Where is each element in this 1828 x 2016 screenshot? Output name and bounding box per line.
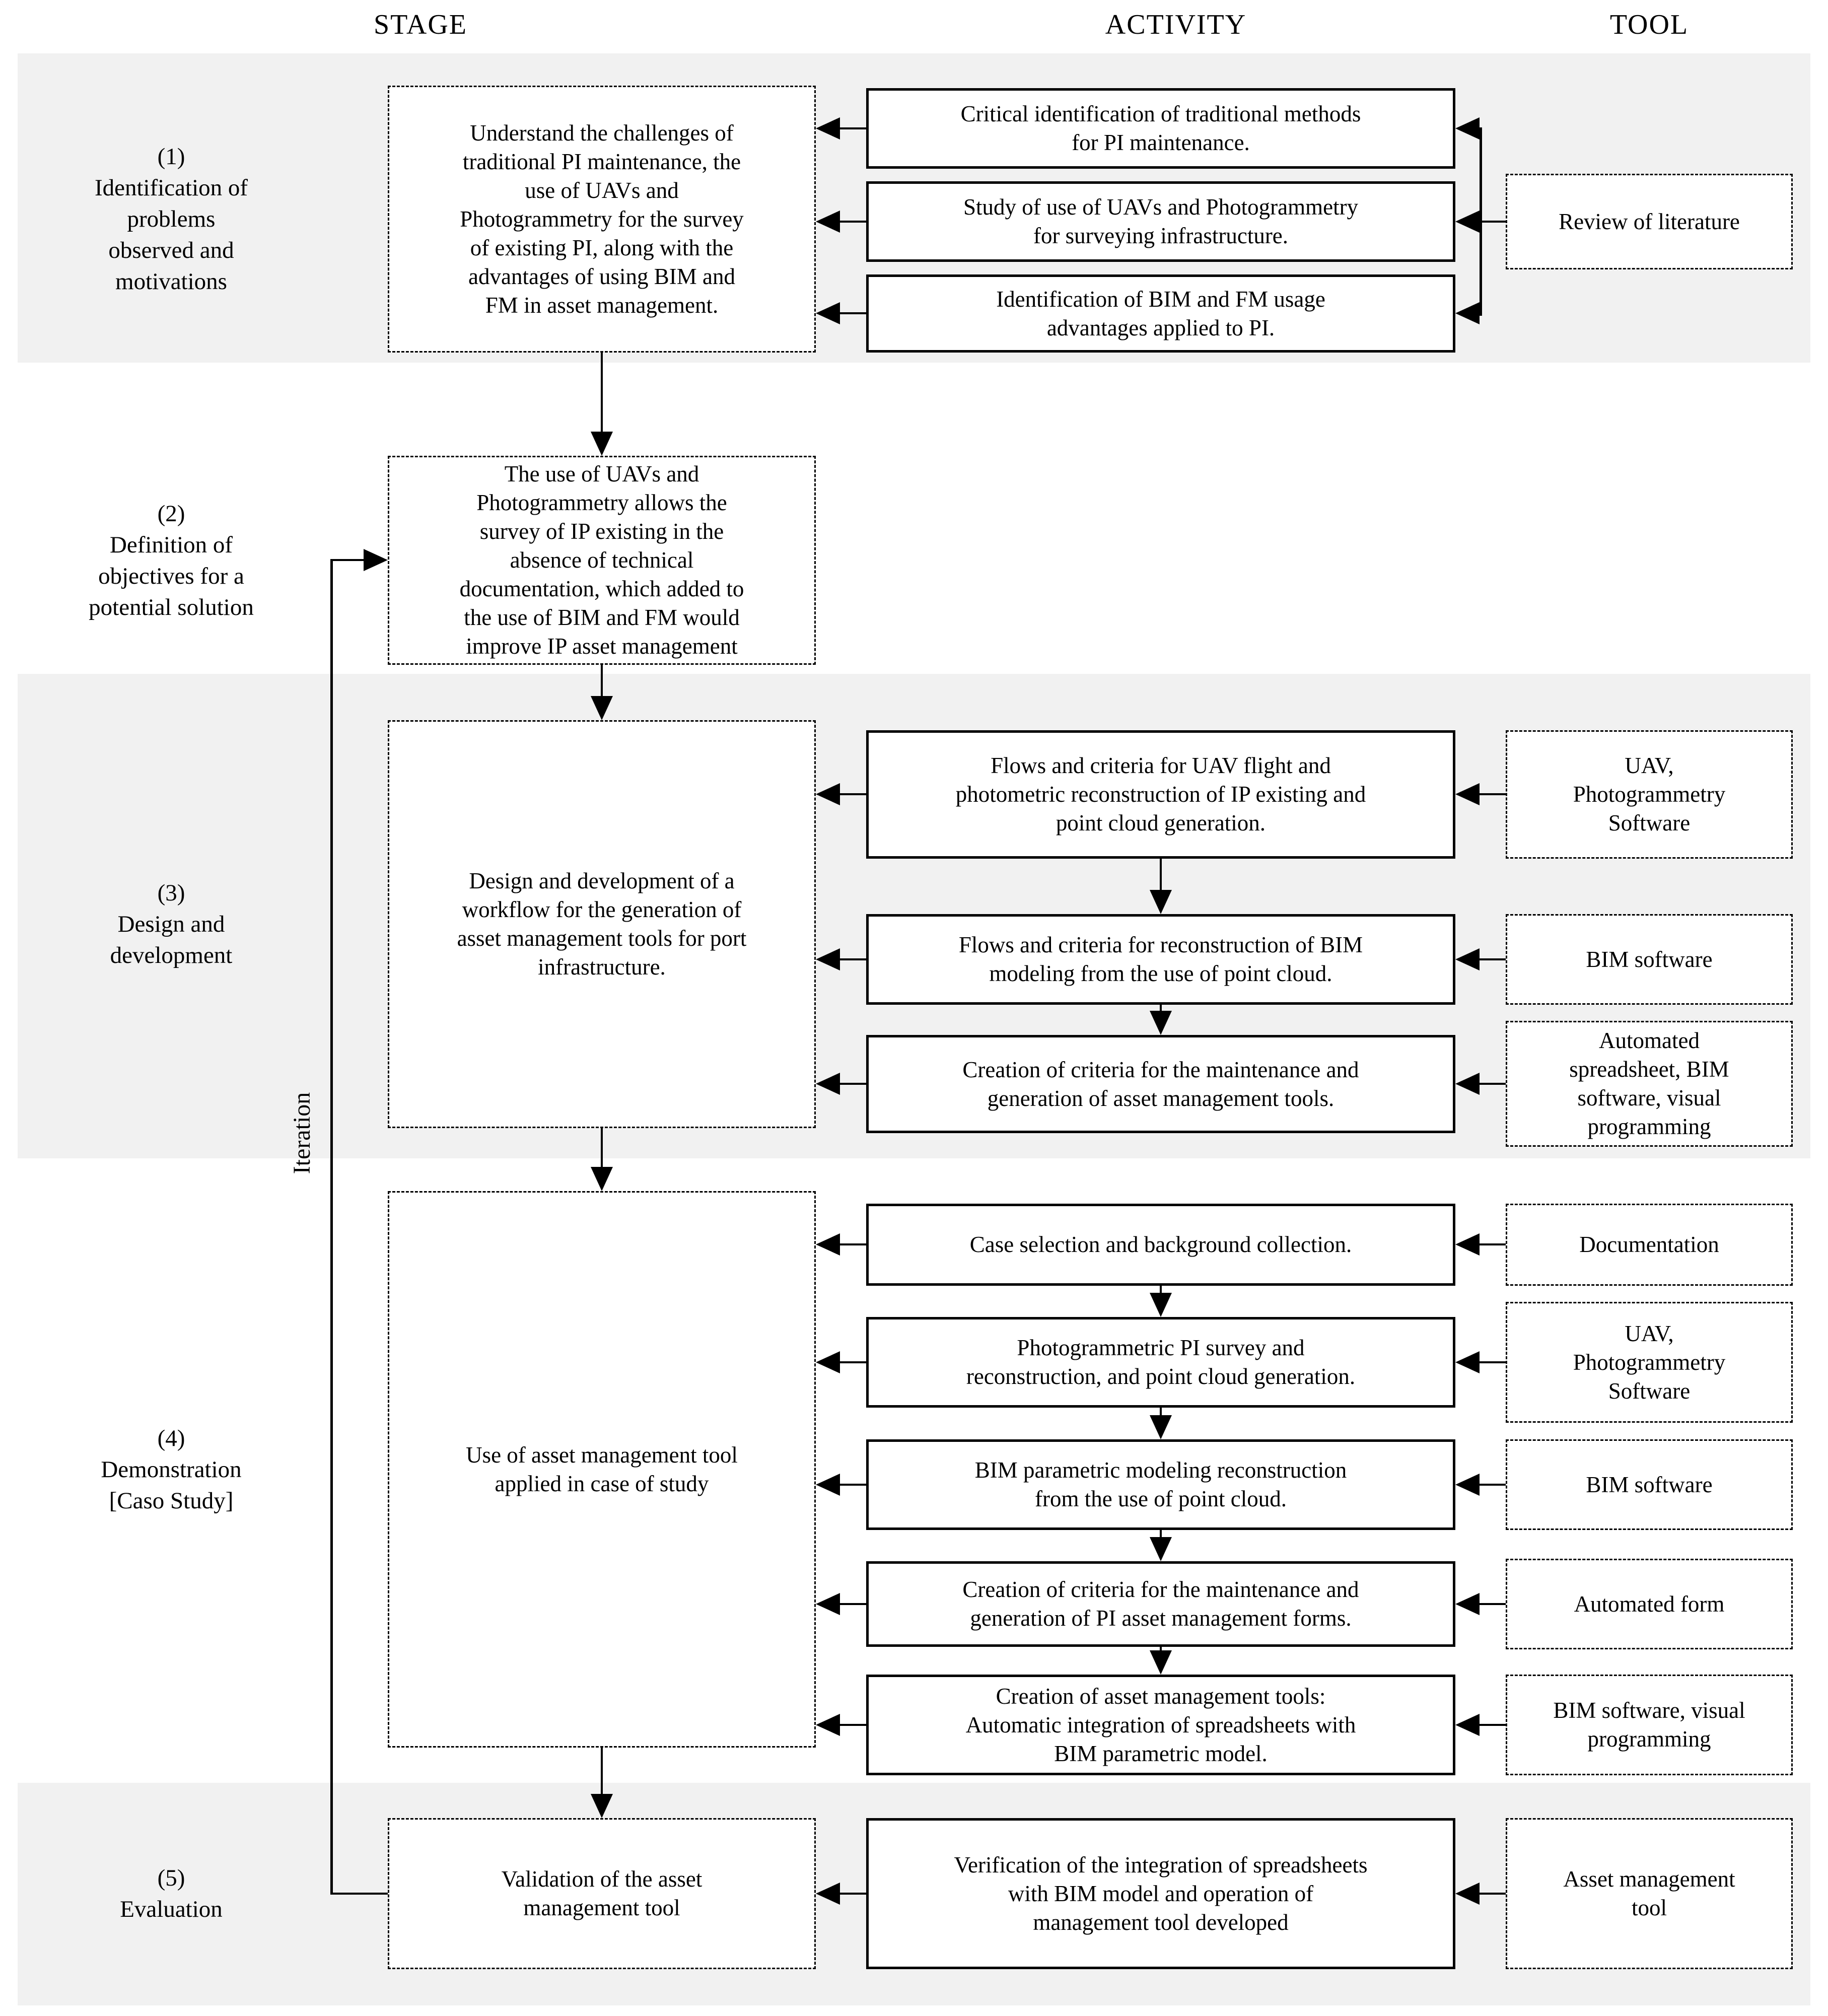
- arrow-tool1-to-activity2: [1455, 211, 1506, 233]
- arrow-iteration-to-stage2: [333, 549, 388, 571]
- arrow-activity12-to-stage5: [816, 1883, 866, 1905]
- arrow-activity4-to-stage3: [816, 783, 866, 805]
- stage3-label: (3) Design and development: [30, 720, 312, 1128]
- iteration-line-bottom: [333, 1893, 388, 1895]
- arrow-stage4-to-stage5: [591, 1748, 613, 1818]
- arrow-activity10-to-activity11: [1150, 1647, 1172, 1675]
- arrow-activity2-to-stage1: [816, 211, 866, 233]
- tool-bim-software-2: BIM software: [1506, 1439, 1793, 1530]
- iteration-label: Iteration: [289, 1092, 315, 1174]
- arrow-activity8-to-activity9: [1150, 1408, 1172, 1439]
- arrow-activity7-to-activity8: [1150, 1286, 1172, 1317]
- activity-bim-reconstruction-flows: Flows and criteria for reconstruction of…: [866, 914, 1455, 1005]
- activity-criteria-asset-tools: Creation of criteria for the maintenance…: [866, 1035, 1455, 1133]
- activity-bim-parametric-modeling: BIM parametric modeling reconstruction f…: [866, 1439, 1455, 1530]
- stage3-name: Design and development: [110, 911, 233, 968]
- stage4-description-box: Use of asset management tool applied in …: [388, 1191, 816, 1748]
- tool-automated-spreadsheet-bim-visual: Automated spreadsheet, BIM software, vis…: [1506, 1021, 1793, 1147]
- tool-asset-management-tool: Asset management tool: [1506, 1818, 1793, 1969]
- activity-critical-identification: Critical identification of traditional m…: [866, 88, 1455, 169]
- column-header-tool: TOOL: [1609, 9, 1689, 40]
- arrow-connector-to-activity1: [1455, 117, 1482, 140]
- activity-bim-fm-advantages: Identification of BIM and FM usage advan…: [866, 274, 1455, 353]
- stage4-label: (4) Demonstration [Caso Study]: [30, 1191, 312, 1748]
- stage1-number: (1): [157, 144, 185, 170]
- arrow-activity4-to-activity5: [1150, 859, 1172, 914]
- arrow-tool4-to-activity6: [1455, 1073, 1506, 1095]
- tool-review-of-literature: Review of literature: [1506, 174, 1793, 269]
- arrow-activity1-to-stage1: [816, 117, 866, 140]
- stage4-number: (4): [157, 1425, 185, 1451]
- iteration-line: [330, 559, 333, 1895]
- arrow-activity9-to-stage4: [816, 1474, 866, 1496]
- arrow-stage2-to-stage3: [591, 665, 613, 720]
- activity-criteria-pi-forms: Creation of criteria for the maintenance…: [866, 1561, 1455, 1647]
- arrow-stage1-to-stage2: [591, 353, 613, 456]
- activity-study-uav-photogrammetry: Study of use of UAVs and Photogrammetry …: [866, 181, 1455, 262]
- activity-verification-integration: Verification of the integration of sprea…: [866, 1818, 1455, 1969]
- stage2-name: Definition of objectives for a potential…: [89, 531, 254, 620]
- stage5-number: (5): [157, 1865, 185, 1891]
- arrow-tool9-to-activity11: [1455, 1714, 1506, 1736]
- arrow-tool2-to-activity4: [1455, 783, 1506, 805]
- stage1-name: Identification of problems observed and …: [94, 175, 248, 295]
- arrow-activity10-to-stage4: [816, 1593, 866, 1615]
- stage5-label: (5) Evaluation: [30, 1818, 312, 1969]
- arrow-activity7-to-stage4: [816, 1233, 866, 1256]
- stage5-name: Evaluation: [120, 1896, 223, 1922]
- activity-creation-asset-tools: Creation of asset management tools: Auto…: [866, 1675, 1455, 1775]
- arrow-activity5-to-stage3: [816, 948, 866, 970]
- arrow-tool5-to-activity7: [1455, 1233, 1506, 1256]
- stage1-label: (1) Identification of problems observed …: [30, 86, 312, 353]
- stage5-description-box: Validation of the asset management tool: [388, 1818, 816, 1969]
- arrow-activity8-to-stage4: [816, 1351, 866, 1373]
- arrow-connector-to-activity3: [1455, 302, 1482, 324]
- arrow-tool7-to-activity9: [1455, 1474, 1506, 1496]
- tool1-branch-line: [1480, 127, 1482, 316]
- tool-automated-form: Automated form: [1506, 1559, 1793, 1649]
- stage3-number: (3): [157, 880, 185, 906]
- tool-bim-software-visual-programming: BIM software, visual programming: [1506, 1675, 1793, 1775]
- stage4-name: Demonstration [Caso Study]: [101, 1456, 242, 1514]
- arrow-activity6-to-stage3: [816, 1073, 866, 1095]
- column-header-activity: ACTIVITY: [1105, 9, 1247, 40]
- arrow-activity3-to-stage1: [816, 302, 866, 324]
- arrow-activity5-to-activity6: [1150, 1005, 1172, 1035]
- arrow-tool6-to-activity8: [1455, 1351, 1506, 1373]
- stage2-label: (2) Definition of objectives for a poten…: [30, 456, 312, 665]
- arrow-activity11-to-stage4: [816, 1714, 866, 1736]
- activity-case-selection: Case selection and background collection…: [866, 1204, 1455, 1286]
- column-header-stage: STAGE: [374, 9, 467, 40]
- activity-uav-flight-flows: Flows and criteria for UAV flight and ph…: [866, 730, 1455, 859]
- arrow-stage3-to-stage4: [591, 1128, 613, 1191]
- tool-uav-photogrammetry-software-2: UAV, Photogrammetry Software: [1506, 1302, 1793, 1423]
- arrow-tool3-to-activity5: [1455, 948, 1506, 970]
- tool-uav-photogrammetry-software-1: UAV, Photogrammetry Software: [1506, 730, 1793, 859]
- arrow-tool8-to-activity10: [1455, 1593, 1506, 1615]
- activity-photogrammetric-survey: Photogrammetric PI survey and reconstruc…: [866, 1317, 1455, 1408]
- arrow-tool10-to-activity12: [1455, 1883, 1506, 1905]
- tool-documentation: Documentation: [1506, 1204, 1793, 1286]
- stage3-description-box: Design and development of a workflow for…: [388, 720, 816, 1128]
- arrow-activity9-to-activity10: [1150, 1530, 1172, 1561]
- stage1-description-box: Understand the challenges of traditional…: [388, 86, 816, 353]
- stage2-description-box: The use of UAVs and Photogrammetry allow…: [388, 456, 816, 665]
- tool-bim-software-1: BIM software: [1506, 914, 1793, 1005]
- stage2-number: (2): [157, 500, 185, 527]
